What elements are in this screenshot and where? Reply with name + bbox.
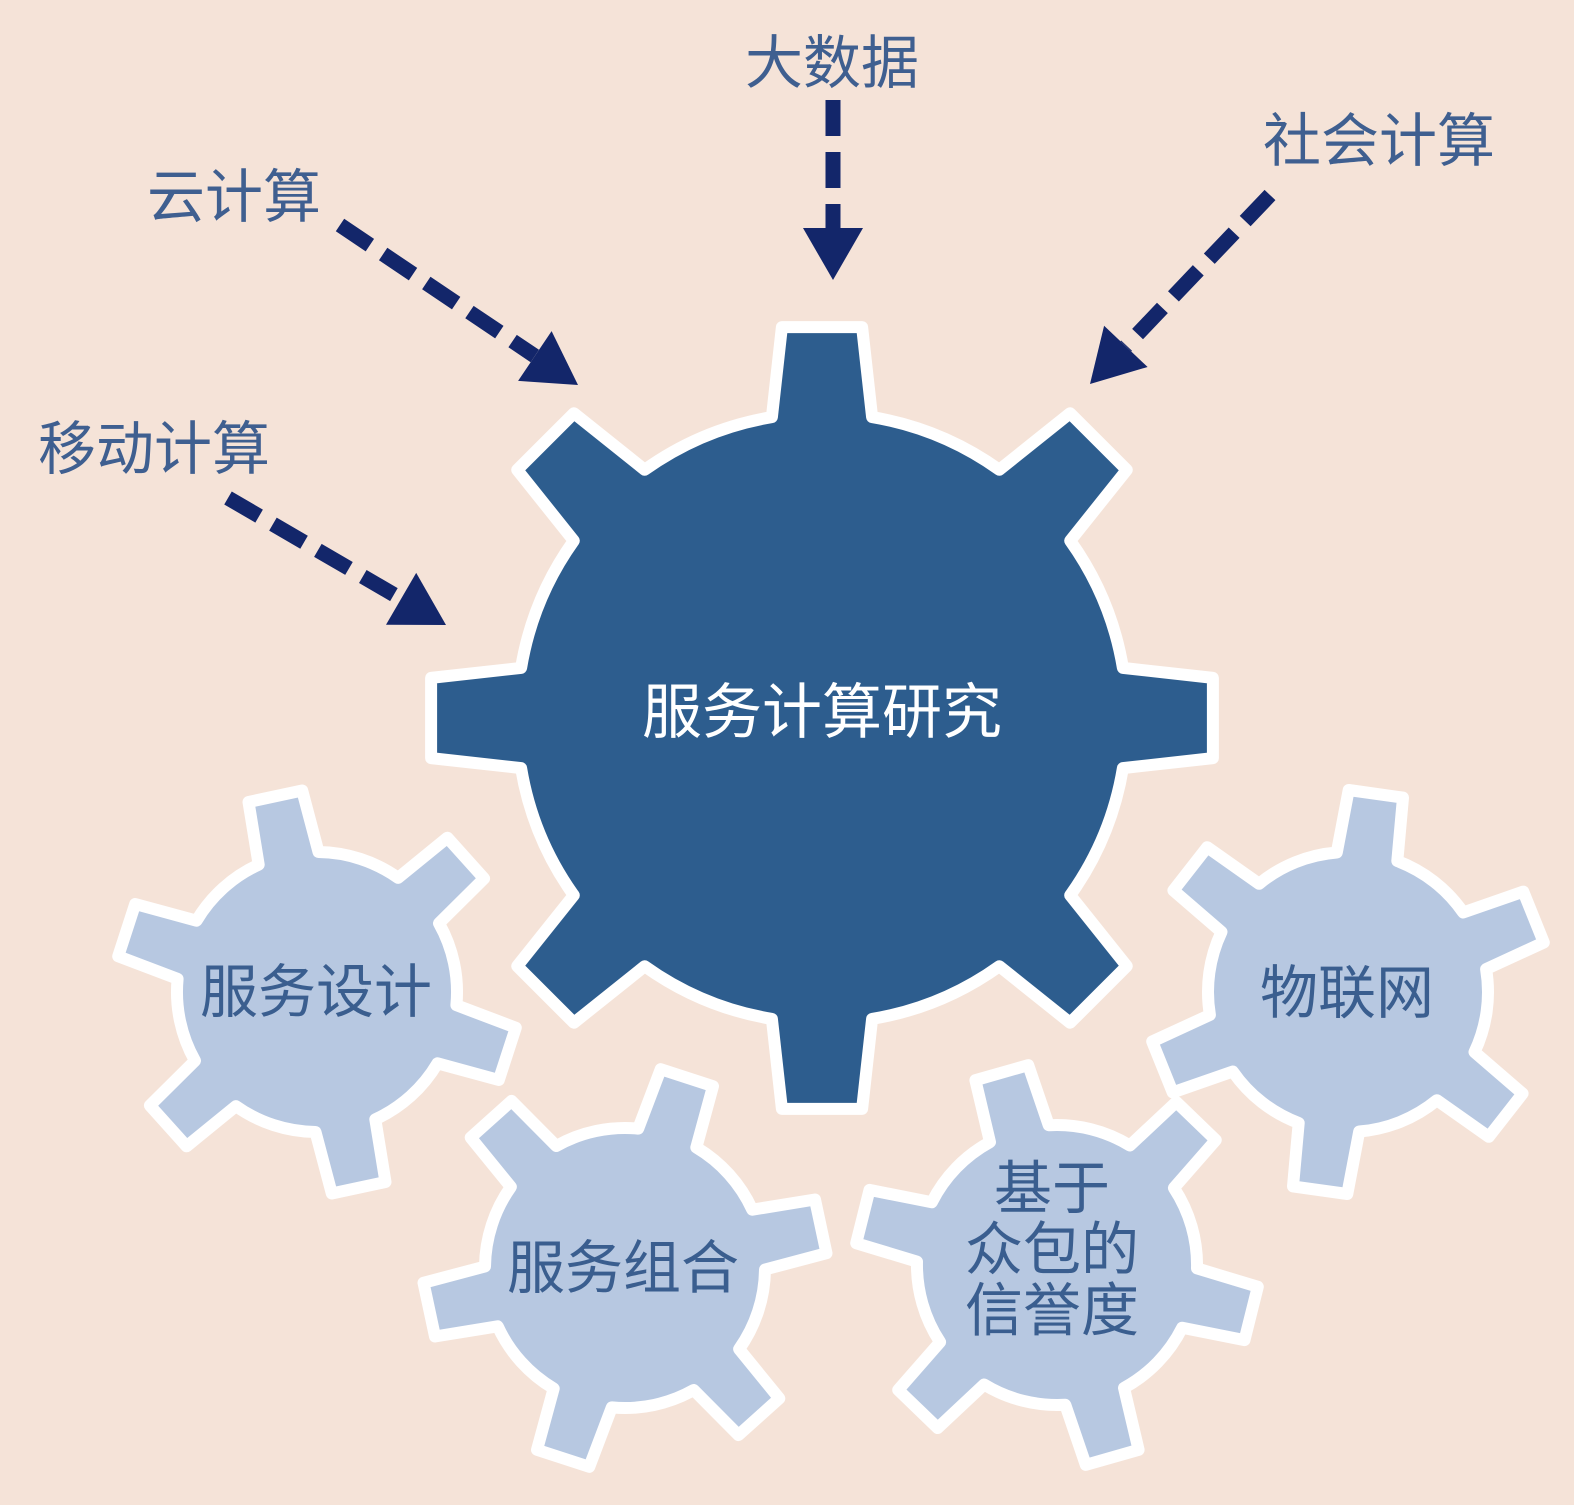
arrow-social-computing [1090,189,1276,384]
arrow-head [803,228,863,280]
arrow-shaft [224,491,405,606]
arrow-group [224,100,1276,625]
center-gear-label: 服务计算研究 [642,678,1002,748]
input-label-social-computing: 社会计算 [1263,107,1496,175]
output-label-line: 众包的 [964,1215,1139,1284]
gear-crowdsourcing-reputation [850,1059,1264,1471]
output-label-line: 信誉度 [964,1276,1139,1345]
arrow-head [518,331,578,385]
gear-service-design [112,784,522,1200]
arrow-shaft [1120,189,1276,352]
gear-iot [1146,784,1550,1200]
arrow-mobile-computing [224,491,446,625]
input-label-cloud-computing: 云计算 [147,163,322,231]
output-label-service-design: 服务设计 [199,958,433,1026]
gear-service-computing-research [425,321,1219,1115]
arrow-head [386,572,446,625]
output-label-iot: 物联网 [1259,959,1435,1027]
output-label-service-composition: 服务组合 [506,1234,740,1302]
output-label-line: 基于 [993,1154,1110,1223]
arrow-cloud-computing [335,218,578,385]
arrow-shaft [335,218,539,363]
input-label-big-data: 大数据 [745,29,920,97]
arrow-head [1090,325,1148,384]
gear-service-composition [417,1063,833,1473]
arrow-big-data [803,100,863,280]
gear-group [112,321,1550,1473]
input-label-mobile-computing: 移动计算 [38,415,271,483]
output-label-crowdsourcing-reputation: 基于 众包的 信誉度 [952,1154,1152,1345]
